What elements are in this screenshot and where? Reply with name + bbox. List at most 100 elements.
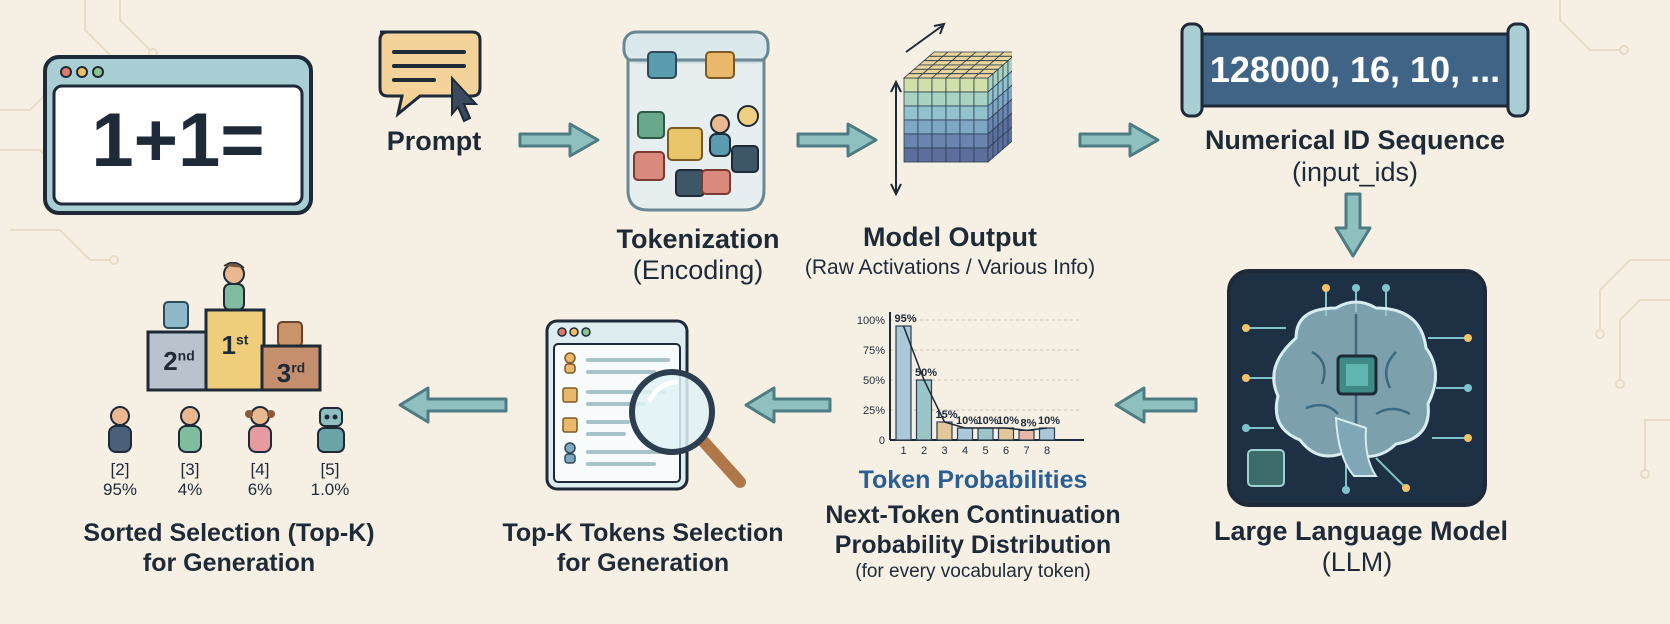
- podium-third-label: 3rd: [262, 358, 320, 389]
- cube-cell: [917, 91, 933, 107]
- puzzle-piece-icon: [562, 387, 578, 403]
- id-sequence-subtitle: (input_ids): [1291, 157, 1419, 187]
- token-jar-icon: [622, 30, 770, 212]
- cube-cell: [945, 77, 961, 93]
- cube-cell: [945, 147, 961, 163]
- podium-third-number: 3: [276, 358, 292, 388]
- arrow-down: [1334, 192, 1372, 258]
- puzzle-piece-icon: [705, 51, 735, 79]
- arrow-right-2: [796, 122, 878, 158]
- cube-cell: [1007, 70, 1012, 90]
- person-icon: [564, 352, 576, 364]
- cube-cell: [973, 133, 989, 149]
- boy-icon: [108, 406, 132, 453]
- podium-second-number: 2: [163, 346, 178, 376]
- cube-cell: [903, 77, 919, 93]
- rank-item: [5] 1.0%: [304, 460, 356, 500]
- x-tick-label: 7: [1023, 445, 1029, 457]
- podium-second: [146, 330, 212, 392]
- x-tick-label: 3: [941, 445, 947, 457]
- bar-value-label: 10%: [1038, 415, 1060, 427]
- x-tick-label: 4: [962, 445, 968, 457]
- cube-dimension-arrowheads: [933, 22, 946, 35]
- x-tick-label: 1: [900, 445, 906, 457]
- cube-cell: [945, 119, 961, 135]
- child-icon: [178, 406, 202, 453]
- magnifier-handle: [698, 436, 746, 488]
- cube-cell: [931, 91, 947, 107]
- cube-cell: [959, 77, 975, 93]
- magnifier-icon: [629, 369, 715, 455]
- puzzle-piece-icon: [701, 169, 731, 195]
- cube-cell: [917, 147, 933, 163]
- rank-item: [3] 4%: [164, 460, 216, 500]
- bar-value-label: 15%: [935, 409, 957, 421]
- person-icon: [710, 114, 730, 134]
- y-tick-label: 100%: [857, 315, 885, 327]
- bar-value-label: 8%: [1021, 417, 1037, 429]
- bar-value-label: 10%: [997, 415, 1019, 427]
- rank-id: [5]: [320, 460, 340, 479]
- cube-cell: [917, 133, 933, 149]
- cube-cell: [959, 105, 975, 121]
- model-output-title: Model Output: [863, 222, 1037, 252]
- rank-item: [2] 95%: [94, 460, 146, 500]
- person-icon: [737, 105, 759, 127]
- cube-cell: [945, 105, 961, 121]
- llm-title: Large Language Model: [1214, 516, 1509, 546]
- id-sequence-text: 128000, 16, 10, ...: [1209, 49, 1501, 90]
- puzzle-piece-icon: [277, 321, 303, 347]
- token-probabilities-desc-line3: (for every vocabulary token): [855, 561, 1091, 582]
- puzzle-piece-icon: [637, 111, 665, 139]
- cube-cell: [959, 119, 975, 135]
- llm-subtitle: (LLM): [1321, 547, 1393, 577]
- cube-cell: [917, 77, 933, 93]
- cube-cell: [945, 133, 961, 149]
- cube-cell: [1007, 84, 1012, 104]
- podium-graphic: [146, 262, 322, 392]
- bar-value-label: 10%: [956, 415, 978, 427]
- chart-bar: [895, 325, 912, 441]
- rank-id: [2]: [110, 460, 130, 479]
- token-probabilities-desc-line2: Probability Distribution: [834, 531, 1112, 559]
- cube-cell: [931, 147, 947, 163]
- chart-bar: [977, 427, 994, 441]
- cube-cell: [931, 105, 947, 121]
- window-dot-green: [92, 66, 104, 78]
- prompt-box-text: 1+1=: [91, 98, 265, 183]
- sorted-selection-line1: Sorted Selection (Top-K): [83, 519, 375, 547]
- podium-third-suffix: rd: [291, 359, 306, 376]
- cube-cell: [973, 119, 989, 135]
- cube-cell: [1007, 126, 1012, 146]
- cube-cell: [931, 77, 947, 93]
- y-tick-label: 25%: [863, 405, 885, 417]
- chart-bar: [915, 379, 933, 441]
- puzzle-piece-icon: [675, 169, 705, 197]
- chart-bar: [1038, 427, 1056, 441]
- rank-item: [4] 6%: [234, 460, 286, 500]
- window-dot-red: [60, 66, 72, 78]
- cube-cell: [1007, 112, 1012, 132]
- prompt-window: [43, 55, 313, 215]
- rank-percent: 6%: [247, 480, 273, 499]
- distribution-curve: [902, 325, 1048, 432]
- chip-icon: [1247, 449, 1285, 487]
- cube-cell: [903, 147, 919, 163]
- cube-cell: [917, 119, 933, 135]
- y-tick-label: 75%: [863, 345, 885, 357]
- puzzle-piece-icon: [667, 127, 703, 161]
- cube-cell: [959, 147, 975, 163]
- x-tick-label: 6: [1003, 445, 1009, 457]
- speech-bubble-icon: [378, 30, 482, 123]
- y-tick-label: 0: [879, 435, 885, 447]
- cube-cell: [903, 105, 919, 121]
- cube-cell: [973, 91, 989, 107]
- puzzle-piece-icon: [562, 417, 578, 433]
- cube-cell: [945, 91, 961, 107]
- token-probabilities-title: Token Probabilities: [858, 466, 1088, 494]
- chart-bar: [997, 427, 1015, 441]
- cube-cell: [973, 77, 989, 93]
- arrow-right-1: [518, 122, 600, 158]
- id-sequence-title: Numerical ID Sequence: [1204, 125, 1506, 155]
